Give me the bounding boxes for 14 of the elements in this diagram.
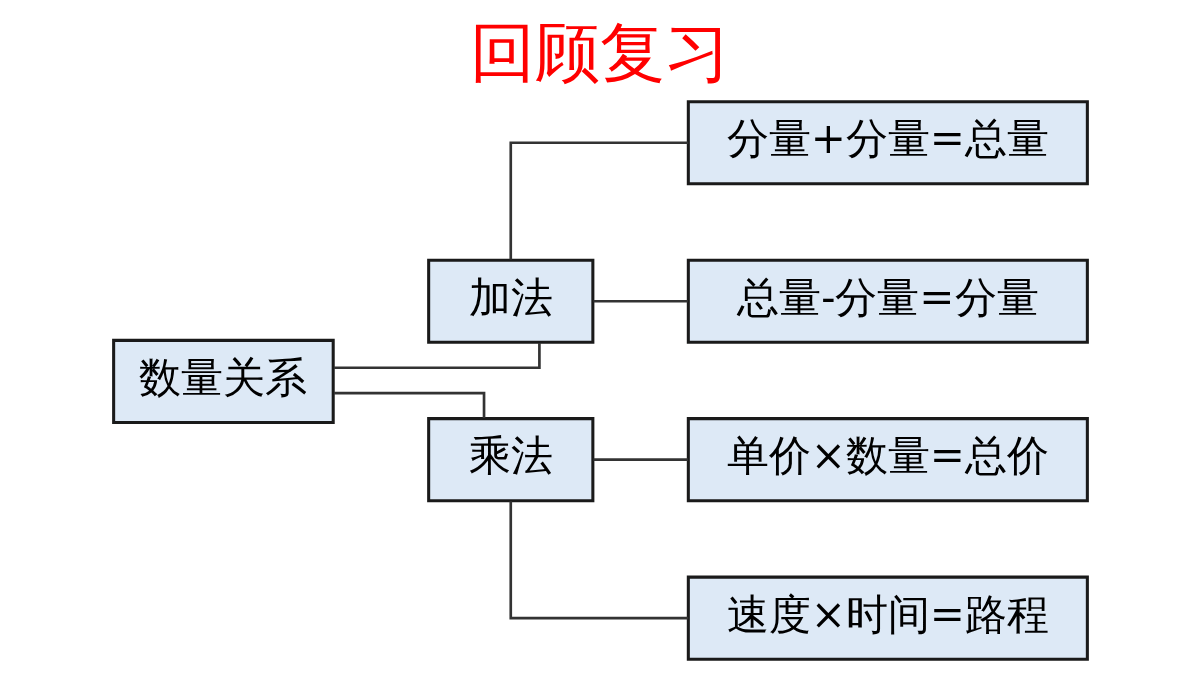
node-box: 分量+分量=总量 [686,100,1089,186]
node-box: 乘法 [426,417,594,503]
node-box: 速度×时间=路程 [686,575,1089,661]
node-box: 单价×数量=总价 [686,417,1089,503]
node-box: 数量关系 [111,338,335,424]
node-box: 加法 [426,258,594,344]
connector [333,342,541,370]
connector [593,458,688,462]
connector [593,299,688,303]
connector [333,391,485,418]
diagram-title: 回顾复习 [470,15,730,91]
connector [508,141,688,260]
node-box: 总量-分量=分量 [686,258,1089,344]
connector [508,501,688,620]
